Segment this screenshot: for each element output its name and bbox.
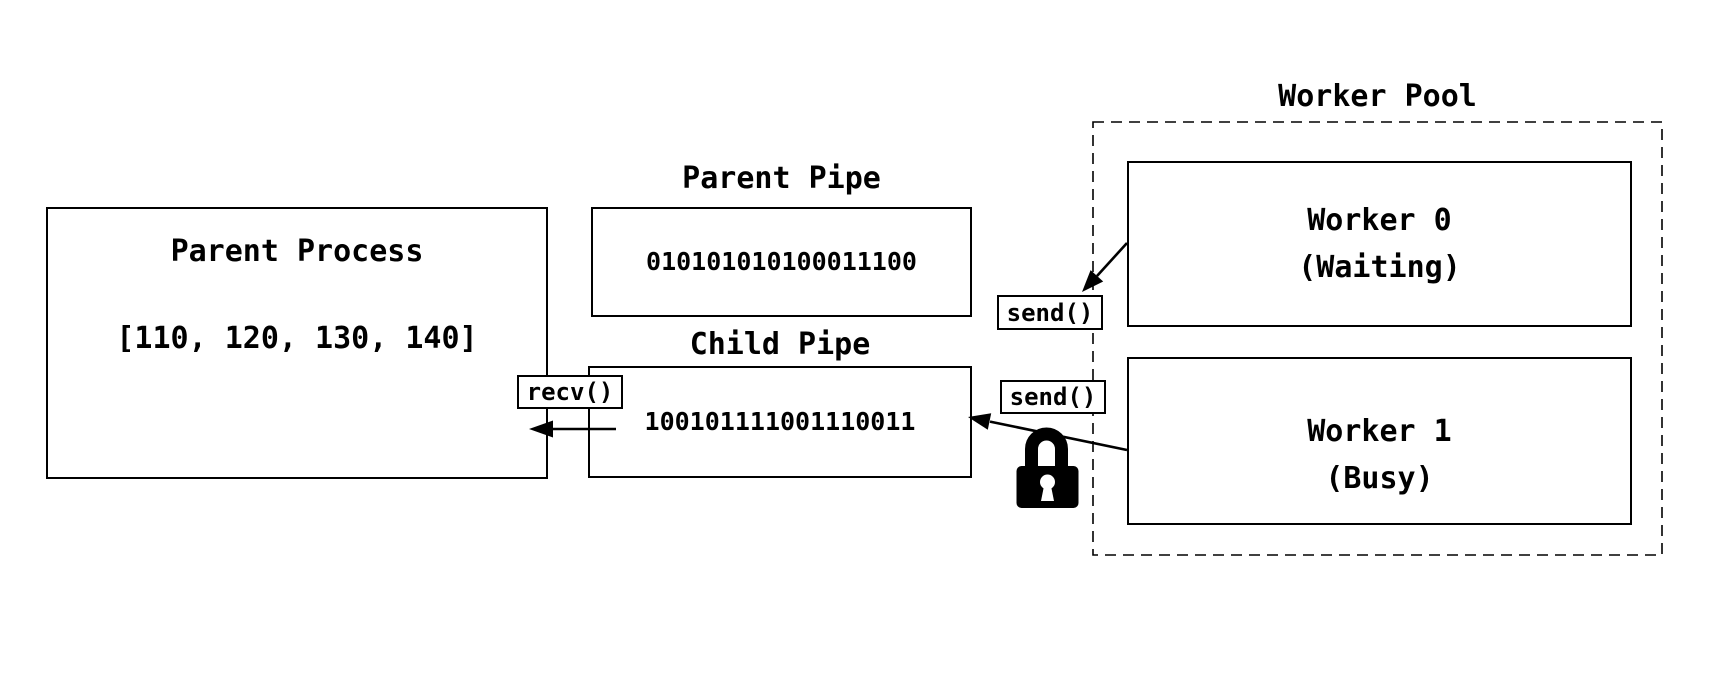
child-pipe-box: 100101111001110011 xyxy=(588,366,972,478)
worker-0-status: (Waiting) xyxy=(1298,250,1461,285)
worker-1-status: (Busy) xyxy=(1325,461,1434,496)
worker-0-box: Worker 0 (Waiting) xyxy=(1127,161,1632,327)
lock-icon xyxy=(1016,427,1079,508)
parent-process-title: Parent Process xyxy=(170,234,424,269)
send-label-worker1: send() xyxy=(1000,380,1106,414)
send-label-worker0: send() xyxy=(997,295,1103,330)
parent-pipe-title: Parent Pipe xyxy=(682,161,881,196)
parent-process-data-list: [110, 120, 130, 140] xyxy=(116,321,478,356)
child-pipe-title: Child Pipe xyxy=(689,327,871,362)
recv-label: recv() xyxy=(517,375,623,409)
lock-keyhole xyxy=(1040,474,1055,490)
worker-1-name: Worker 1 xyxy=(1307,414,1452,449)
parent-process-box: Parent Process [110, 120, 130, 140] xyxy=(46,207,548,479)
lock-keyhole-slot xyxy=(1041,486,1054,501)
lock-body xyxy=(1016,466,1079,508)
child-pipe-binary: 100101111001110011 xyxy=(644,407,916,436)
worker-1-box: Worker 1 (Busy) xyxy=(1127,357,1632,525)
worker-pool-title: Worker Pool xyxy=(1278,79,1477,114)
send-arrow-worker1 xyxy=(968,413,1128,452)
worker-0-name: Worker 0 xyxy=(1307,203,1452,238)
send-arrow-worker0 xyxy=(1082,242,1128,292)
lock-shackle xyxy=(1025,427,1068,469)
parent-pipe-binary: 010101010100011100 xyxy=(646,247,917,276)
parent-pipe-box: 010101010100011100 xyxy=(591,207,972,317)
